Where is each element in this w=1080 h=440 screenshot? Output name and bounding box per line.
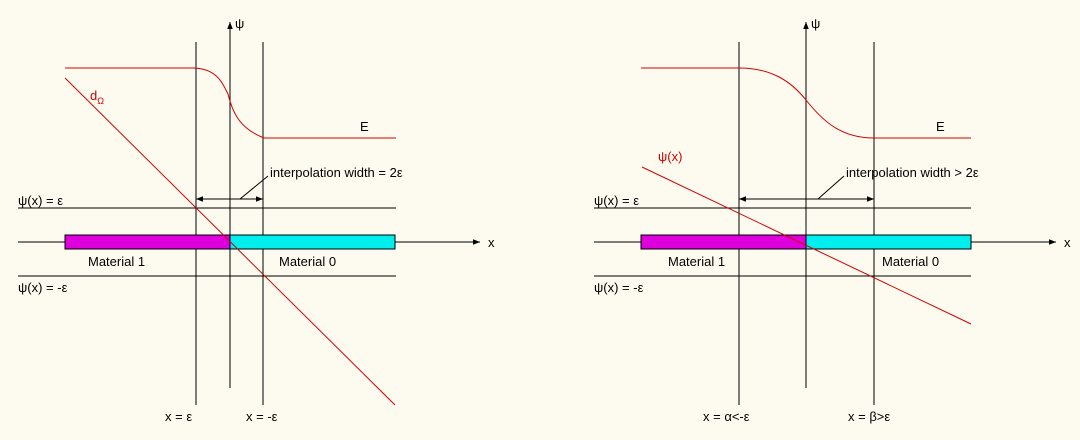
left-material-1-label: Material 1	[88, 254, 145, 269]
right-psi-neg-label: ψ(x) = -ε	[594, 280, 644, 295]
right-panel: x ψ interpolation width > 2ε ψ(x) E ψ(x)…	[594, 16, 1071, 424]
right-x-axis-label: x	[1064, 235, 1071, 250]
left-material-0-bar	[229, 234, 396, 250]
left-energy-label: E	[360, 119, 369, 134]
left-width-label: interpolation width = 2ε	[270, 165, 403, 180]
left-distance-label: dΩ	[90, 88, 104, 106]
right-x-alpha-label: x = α<-ε	[703, 409, 750, 424]
left-distance-line	[64, 77, 396, 406]
left-material-1-bar	[64, 234, 231, 250]
right-material-1-label: Material 1	[668, 254, 725, 269]
left-width-leader	[239, 175, 269, 200]
left-panel: x ψ interpolation width = 2ε dΩ E ψ(x) =…	[18, 16, 495, 424]
right-material-0-bar	[805, 234, 972, 250]
right-energy-curve	[641, 67, 971, 139]
left-material-0-label: Material 0	[279, 254, 336, 269]
left-x-eps-label: x = ε	[165, 409, 192, 424]
left-x-neg-eps-label: x = -ε	[246, 409, 278, 424]
left-energy-curve	[65, 67, 396, 139]
right-material-0-label: Material 0	[882, 254, 939, 269]
left-x-axis-label: x	[488, 235, 495, 250]
right-psi-line	[641, 166, 972, 325]
left-psi-axis-label: ψ	[235, 16, 244, 31]
right-width-label: interpolation width > 2ε	[846, 165, 979, 180]
right-psi-pos-label: ψ(x) = ε	[594, 193, 639, 208]
right-psi-curve-label: ψ(x)	[658, 149, 682, 164]
right-energy-label: E	[936, 119, 945, 134]
left-psi-pos-label: ψ(x) = ε	[18, 193, 63, 208]
right-psi-axis-label: ψ	[811, 16, 820, 31]
right-x-beta-label: x = β>ε	[848, 409, 890, 424]
left-psi-neg-label: ψ(x) = -ε	[18, 280, 68, 295]
right-material-1-bar	[640, 234, 807, 250]
right-width-leader	[817, 175, 845, 200]
